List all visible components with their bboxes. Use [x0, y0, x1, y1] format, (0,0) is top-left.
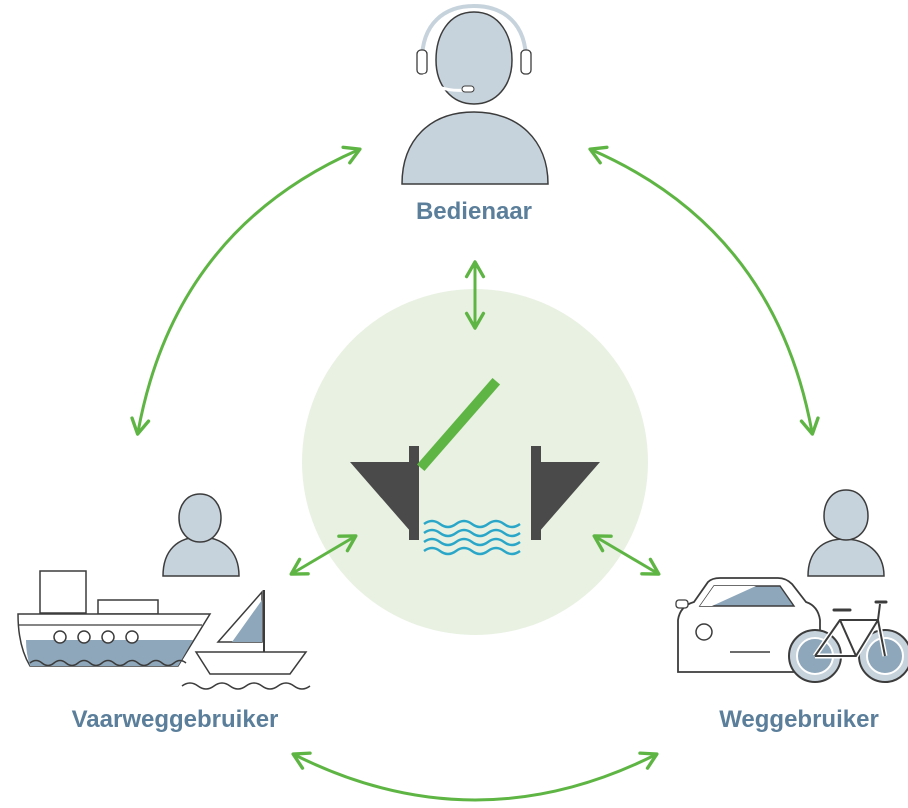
arrow-center-waterway — [289, 534, 358, 576]
operator-label: Bedienaar — [415, 198, 533, 225]
sailboat-icon — [181, 590, 311, 690]
outer-arrows — [130, 145, 820, 802]
bascule-bridge-icon — [350, 377, 600, 556]
operator-headset-icon — [401, 3, 549, 185]
center-circle — [302, 289, 648, 635]
arrow-operator-waterway — [130, 145, 362, 436]
waterway-user-label: Vaarweggebruiker — [71, 706, 279, 733]
car-icon — [675, 577, 821, 673]
inner-arrows — [289, 260, 661, 576]
road-person-icon — [807, 489, 885, 577]
ship-icon — [17, 570, 212, 667]
water-waves-icon — [423, 519, 521, 556]
road-user-label: Weggebruiker — [719, 706, 879, 733]
arrow-center-road — [592, 534, 661, 576]
bicycle-icon — [788, 600, 908, 683]
waterway-person-icon — [162, 493, 240, 577]
arrow-waterway-road — [291, 751, 659, 802]
arrow-operator-road — [588, 145, 820, 436]
